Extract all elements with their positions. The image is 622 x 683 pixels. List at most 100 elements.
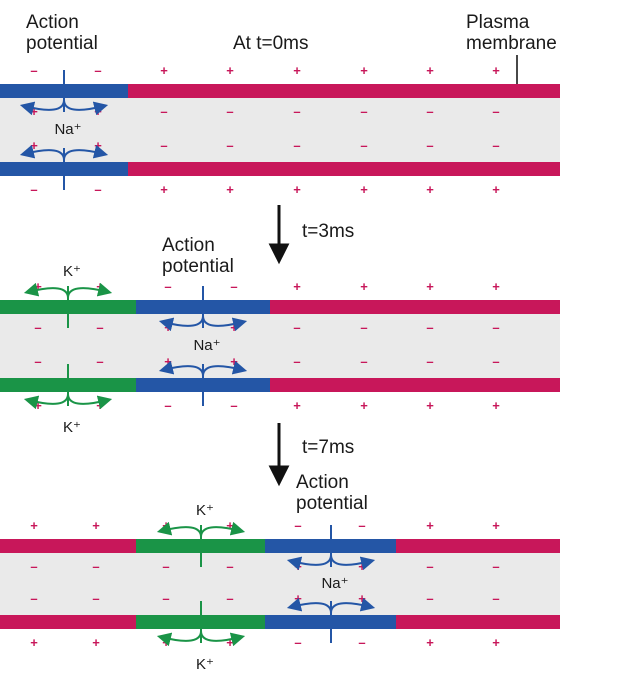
charge-sign: + [293, 182, 301, 197]
charge-sign: – [492, 354, 499, 369]
charge-sign: – [360, 320, 367, 335]
membrane-bottom-rest [270, 378, 560, 392]
time-label-7ms: t=7ms [302, 437, 354, 458]
ion-flow-arrow-right [201, 527, 241, 537]
charge-sign: – [294, 518, 301, 533]
charge-sign: – [94, 182, 101, 197]
charge-sign: – [426, 354, 433, 369]
membrane-top-rest [270, 300, 560, 314]
na-ion-label: Na⁺ [321, 575, 348, 592]
membrane-top-rest [0, 539, 136, 553]
charge-sign: + [426, 398, 434, 413]
charge-sign: – [96, 354, 103, 369]
charge-sign: – [230, 398, 237, 413]
charge-sign: – [293, 138, 300, 153]
charge-sign: – [230, 279, 237, 294]
membrane-bottom-rest [396, 615, 560, 629]
charge-sign: – [30, 63, 37, 78]
charge-sign: – [492, 138, 499, 153]
k-ion-label-bottom: K⁺ [63, 419, 81, 436]
charge-sign: – [426, 138, 433, 153]
label-line: potential [162, 256, 234, 277]
action-potential-label-mid: Action potential [162, 235, 234, 277]
charge-sign: – [96, 320, 103, 335]
charge-sign: – [160, 104, 167, 119]
charge-sign: + [230, 320, 238, 335]
ion-flow-arrow-right [201, 631, 241, 641]
charge-sign: – [226, 138, 233, 153]
charge-sign: – [162, 591, 169, 606]
charge-sign: – [30, 182, 37, 197]
action-potential-label-bottom: Action potential [296, 472, 368, 514]
charge-sign: + [92, 635, 100, 650]
charge-sign: – [92, 591, 99, 606]
charge-sign: – [426, 104, 433, 119]
charge-sign: + [426, 279, 434, 294]
charge-sign: – [34, 354, 41, 369]
charge-sign: + [293, 279, 301, 294]
charge-sign: + [426, 635, 434, 650]
charge-sign: + [226, 182, 234, 197]
charge-sign: + [30, 518, 38, 533]
charge-sign: + [360, 182, 368, 197]
charge-sign: – [360, 354, 367, 369]
charge-sign: – [226, 104, 233, 119]
charge-sign: + [293, 398, 301, 413]
charge-sign: – [293, 354, 300, 369]
label-line: Action [296, 472, 368, 493]
charge-sign: – [358, 635, 365, 650]
charge-sign: – [30, 591, 37, 606]
charge-sign: + [492, 398, 500, 413]
label-line: Action [162, 235, 234, 256]
k-ion-label-top: K⁺ [196, 502, 214, 519]
charge-sign: – [492, 320, 499, 335]
charge-sign: – [92, 559, 99, 574]
charge-sign: + [160, 182, 168, 197]
time-label-3ms: t=3ms [302, 221, 354, 242]
axon-interior [0, 553, 560, 615]
charge-sign: – [426, 320, 433, 335]
charge-sign: + [226, 635, 234, 650]
label-line: potential [26, 33, 98, 54]
charge-sign: + [293, 63, 301, 78]
axon-interior [0, 314, 560, 378]
charge-sign: + [492, 279, 500, 294]
charge-sign: + [492, 635, 500, 650]
charge-sign: – [294, 635, 301, 650]
charge-sign: – [360, 104, 367, 119]
charge-sign: – [293, 320, 300, 335]
action-potential-label-top: Action potential [26, 12, 98, 54]
charge-sign: + [360, 398, 368, 413]
charge-sign: + [294, 591, 302, 606]
charge-sign: + [160, 63, 168, 78]
label-line: potential [296, 493, 368, 514]
charge-sign: – [492, 559, 499, 574]
charge-sign: – [30, 559, 37, 574]
na-ion-label: Na⁺ [54, 121, 81, 138]
axon-interior [0, 98, 560, 162]
charge-sign: – [492, 591, 499, 606]
membrane-top-rest [128, 84, 560, 98]
charge-sign: + [358, 559, 366, 574]
charge-sign: + [34, 279, 42, 294]
k-ion-label-top: K⁺ [63, 263, 81, 280]
charge-sign: – [162, 559, 169, 574]
label-line: membrane [466, 33, 557, 54]
charge-sign: + [426, 182, 434, 197]
charge-sign: + [492, 63, 500, 78]
charge-sign: + [492, 182, 500, 197]
charge-sign: + [30, 635, 38, 650]
charge-sign: + [426, 63, 434, 78]
charge-sign: + [34, 398, 42, 413]
charge-sign: – [293, 104, 300, 119]
charge-sign: – [226, 559, 233, 574]
charge-sign: – [94, 63, 101, 78]
charge-sign: + [94, 138, 102, 153]
charge-sign: + [92, 518, 100, 533]
label-line: Action [26, 12, 98, 33]
charge-sign: + [226, 518, 234, 533]
charge-sign: – [426, 591, 433, 606]
charge-sign: + [492, 518, 500, 533]
